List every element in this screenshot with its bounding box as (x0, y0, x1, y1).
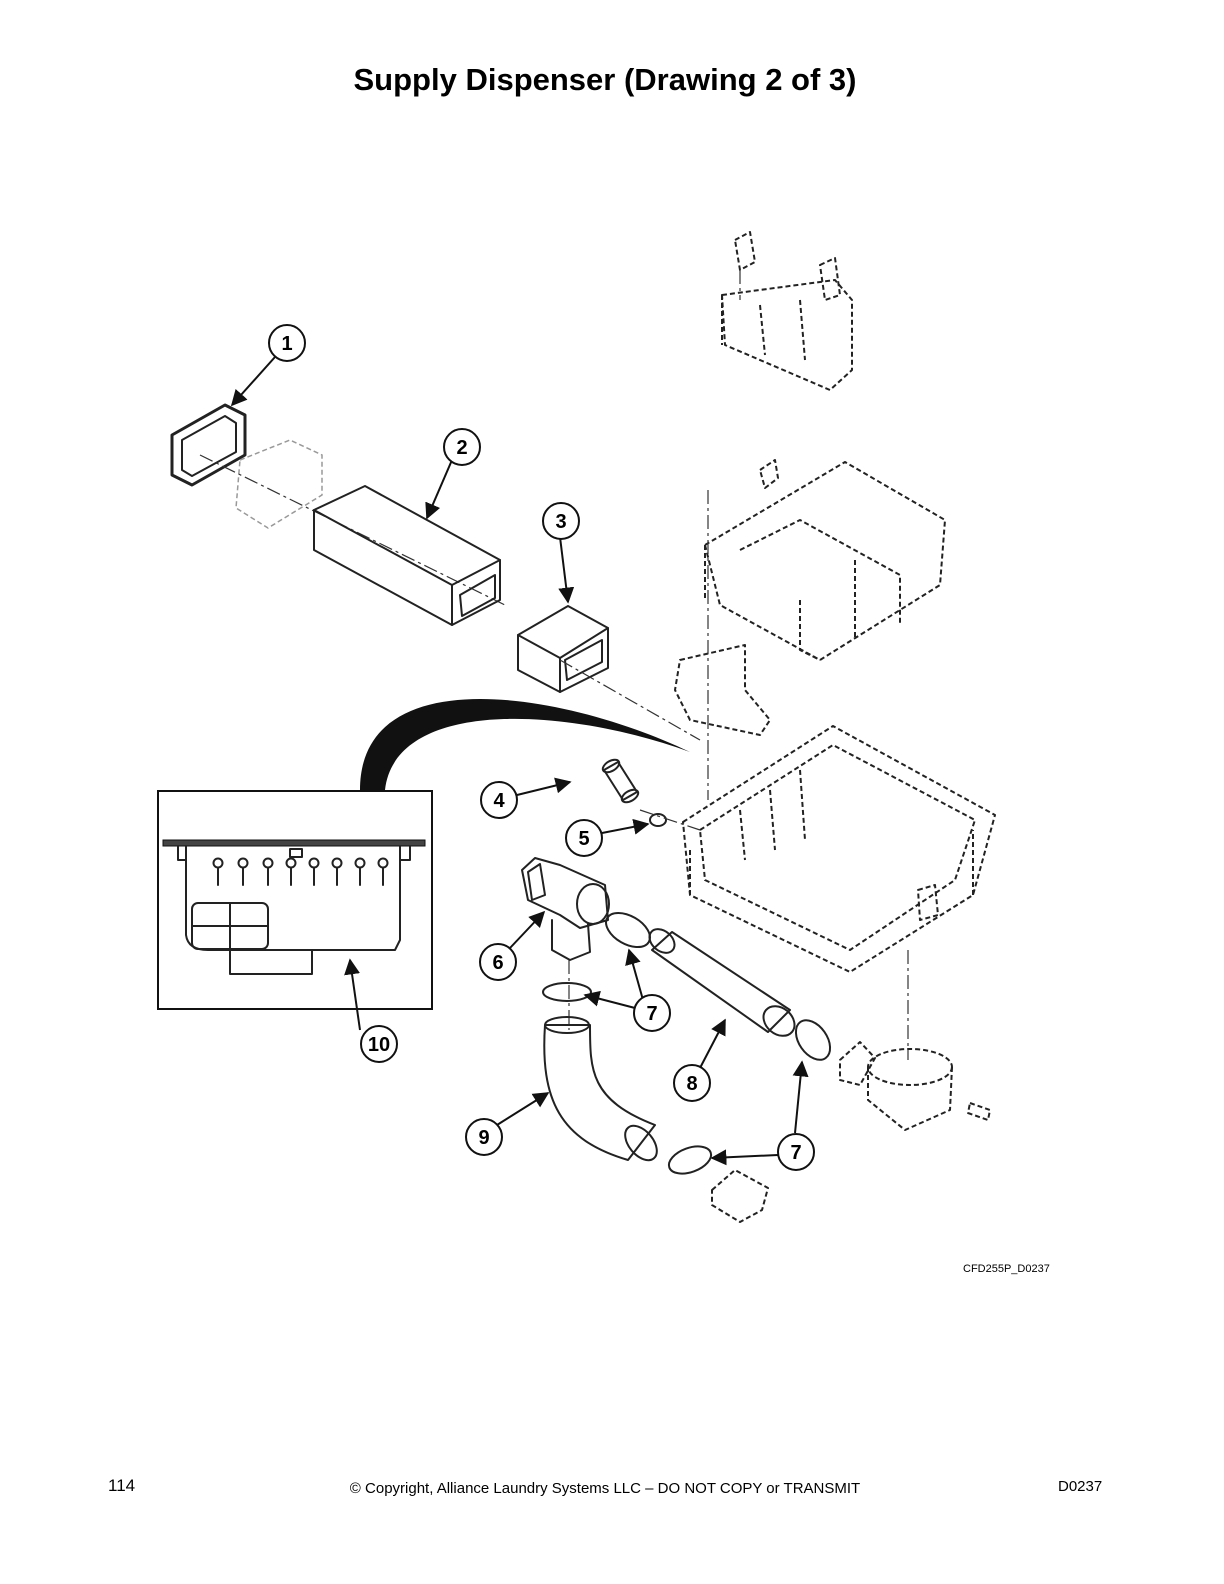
callout-numbers: 1 2 3 4 5 6 7 8 9 10 7 (281, 333, 801, 1164)
part-5-clamp (639, 809, 701, 831)
copyright-notice: © Copyright, Alliance Laundry Systems LL… (349, 1480, 861, 1497)
top-bracket-dashed (721, 231, 853, 391)
callout-4: 4 (493, 790, 505, 812)
drawing-code: CFD255P_D0237 (963, 1263, 1050, 1275)
part-7-clamps (542, 911, 832, 1175)
callout-9: 9 (478, 1127, 489, 1149)
document-code: D0237 (1058, 1478, 1103, 1495)
dispenser-housing-dashed (674, 459, 946, 800)
dispenser-sump-dashed (682, 725, 996, 1060)
page-number: 114 (108, 1476, 136, 1495)
part-3-sleeve (517, 605, 701, 741)
callout-2: 2 (456, 437, 467, 459)
callout-5: 5 (578, 828, 589, 850)
part-9-elbow-hose (543, 1016, 658, 1162)
part-4-small-hose (601, 758, 640, 804)
drain-outlet-dashed (839, 1041, 991, 1131)
leader-lines (230, 356, 809, 1166)
detail-inset (157, 790, 433, 1010)
part-2-duct (313, 485, 501, 626)
part-6-valve (521, 857, 610, 1030)
callout-6: 6 (492, 952, 503, 974)
detail-arc (360, 698, 690, 790)
hose-end-dashed (711, 1169, 769, 1223)
page-title: Supply Dispenser (Drawing 2 of 3) (353, 62, 857, 97)
callout-7a: 7 (646, 1003, 657, 1025)
callout-1: 1 (281, 333, 292, 355)
callout-circles (268, 324, 815, 1171)
detail-pins (212, 857, 389, 886)
callout-10: 10 (368, 1034, 390, 1056)
callout-8: 8 (686, 1073, 697, 1095)
part-8-hose (648, 928, 796, 1037)
callout-7b: 7 (790, 1142, 801, 1164)
callout-3: 3 (555, 511, 566, 533)
